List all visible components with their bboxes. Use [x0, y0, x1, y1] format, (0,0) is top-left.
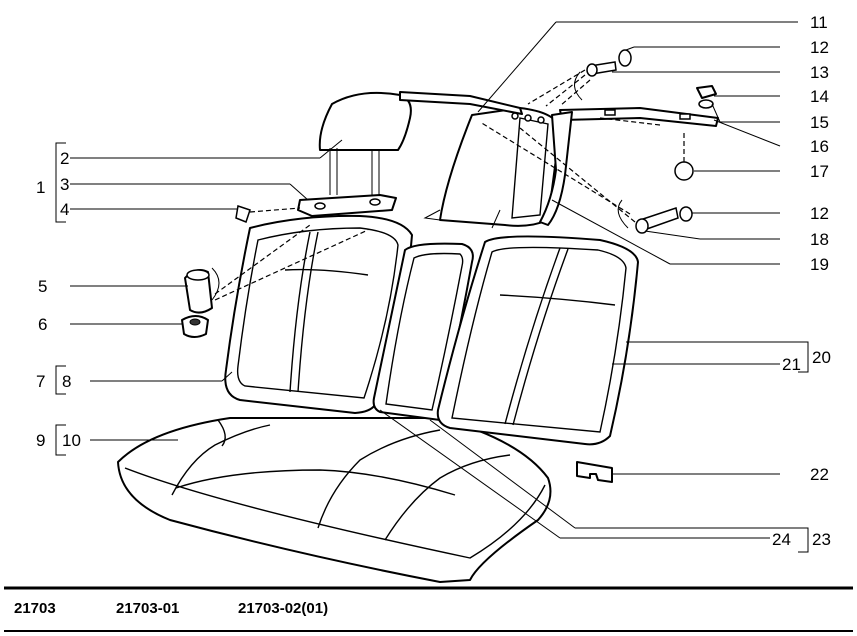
callout-24: 24 — [772, 530, 791, 549]
callout-5: 5 — [38, 277, 47, 296]
callout-2: 2 — [60, 149, 69, 168]
bolt-13 — [586, 61, 617, 77]
headrest-bushing — [184, 269, 213, 314]
footer-code-1: 21703 — [14, 600, 56, 617]
callout-labels: 1 2 3 4 5 6 7 8 9 10 11 12 13 14 15 16 1… — [36, 13, 831, 549]
callout-13: 13 — [810, 63, 829, 82]
callout-4: 4 — [60, 200, 69, 219]
nut-12-top — [618, 49, 632, 67]
callout-7: 7 — [36, 372, 45, 391]
hinge-rail — [399, 91, 719, 226]
callout-11: 11 — [810, 13, 828, 32]
callout-1: 1 — [36, 178, 45, 197]
callout-12-top: 12 — [810, 38, 829, 57]
callout-3: 3 — [60, 175, 69, 194]
right-backrest — [436, 235, 639, 446]
clip-6 — [181, 315, 209, 338]
callout-16: 16 — [810, 137, 829, 156]
callout-18: 18 — [810, 230, 829, 249]
callout-22: 22 — [810, 465, 829, 484]
group-brackets — [55, 142, 809, 553]
callout-6: 6 — [38, 315, 47, 334]
callout-17: 17 — [810, 162, 829, 181]
callout-14: 14 — [810, 87, 829, 106]
callout-8: 8 — [62, 372, 71, 391]
callout-10: 10 — [62, 431, 81, 450]
seat-cushion — [117, 417, 552, 583]
callout-20: 20 — [812, 348, 831, 367]
callout-19: 19 — [810, 255, 829, 274]
screw-4 — [235, 205, 301, 223]
backrest-frame — [423, 107, 561, 229]
leader-lines — [70, 21, 798, 539]
callout-21: 21 — [782, 355, 801, 374]
callout-23: 23 — [812, 530, 831, 549]
headrest — [318, 91, 412, 195]
callout-15: 15 — [810, 113, 829, 132]
callout-9: 9 — [36, 431, 45, 450]
nut-14 — [696, 85, 717, 99]
bolt-18 — [635, 207, 679, 234]
footer-code-3: 21703-02(01) — [238, 600, 328, 617]
footer-code-2: 21703-01 — [116, 600, 179, 617]
callout-12-bottom: 12 — [810, 204, 829, 223]
plug-17 — [674, 161, 694, 181]
headrest-bracket — [297, 194, 397, 217]
washer-15 — [698, 99, 714, 109]
nut-12-bottom — [679, 206, 693, 222]
clip-22 — [576, 461, 613, 483]
